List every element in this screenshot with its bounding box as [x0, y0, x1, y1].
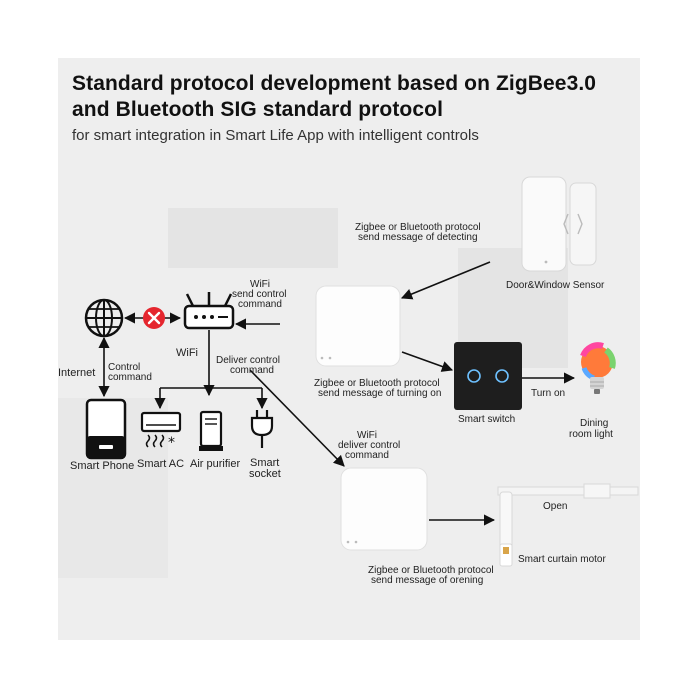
label-deliver-line2: command	[230, 365, 274, 376]
light-bulb-icon	[580, 342, 616, 394]
page-title-line2: and Bluetooth SIG standard protocol	[72, 98, 443, 121]
label-turning-on-line1: Zigbee or Bluetooth protocol	[314, 378, 440, 389]
curtain-motor-icon	[497, 483, 639, 567]
label-smart-ac: Smart AC	[137, 458, 185, 470]
page-title-line1: Standard protocol development based on Z…	[72, 72, 597, 95]
label-wifi-deliver-line3: command	[345, 450, 389, 461]
label-smart-phone: Smart Phone	[70, 460, 135, 472]
label-open: Open	[543, 501, 568, 512]
label-wifi: WiFi	[176, 347, 198, 359]
label-turn-on: Turn on	[531, 388, 566, 399]
gateway-hub-2	[340, 467, 428, 551]
svg-text:*: *	[168, 435, 175, 451]
label-dining-line2: room light	[569, 429, 613, 440]
label-dining-line1: Dining	[580, 418, 609, 429]
label-detect-line2: send message of detecting	[358, 232, 478, 243]
door-window-sensor-icon	[521, 176, 597, 272]
label-door-sensor: Door&Window Sensor	[506, 280, 605, 291]
label-wifi-deliver-line2: deliver control	[338, 440, 401, 451]
globe-icon	[84, 298, 124, 338]
page-subtitle: for smart integration in Smart Life App …	[72, 127, 479, 144]
blocked-icon	[143, 307, 165, 329]
label-smart-socket-line1: Smart	[250, 457, 280, 469]
label-opening-line1: Zigbee or Bluetooth protocol	[368, 565, 494, 576]
label-air-purifier: Air purifier	[190, 458, 241, 470]
label-wifi-send-line1: WiFi	[250, 279, 270, 290]
label-control-command-line1: Control	[108, 362, 141, 373]
air-purifier-icon	[199, 410, 223, 451]
router-icon	[183, 292, 235, 330]
label-curtain-motor: Smart curtain motor	[518, 554, 606, 565]
label-deliver-line1: Deliver control	[216, 355, 280, 366]
label-control-command-line2: command	[108, 372, 152, 383]
label-wifi-deliver-line1: WiFi	[357, 430, 377, 441]
label-wifi-send-line2: send control	[232, 289, 287, 300]
label-wifi-send-line3: command	[238, 299, 282, 310]
label-smart-socket-line2: socket	[249, 468, 281, 480]
edge-router-hub2	[249, 369, 345, 467]
gateway-hub-1	[315, 285, 401, 367]
smart-socket-icon	[250, 410, 274, 448]
edge-sensor-hub1	[400, 261, 491, 300]
edge-hub1-switch	[401, 351, 454, 372]
smartphone-icon	[85, 398, 127, 460]
bg-shelf	[168, 208, 338, 268]
label-smart-switch: Smart switch	[458, 414, 516, 425]
air-conditioner-icon: *	[140, 411, 182, 451]
smart-switch-icon	[454, 342, 522, 410]
label-turning-on-line2: send message of turning on	[318, 388, 442, 399]
label-detect-line1: Zigbee or Bluetooth protocol	[355, 222, 481, 233]
label-opening-line2: send message of orening	[371, 575, 484, 586]
label-internet: Internet	[58, 367, 96, 379]
